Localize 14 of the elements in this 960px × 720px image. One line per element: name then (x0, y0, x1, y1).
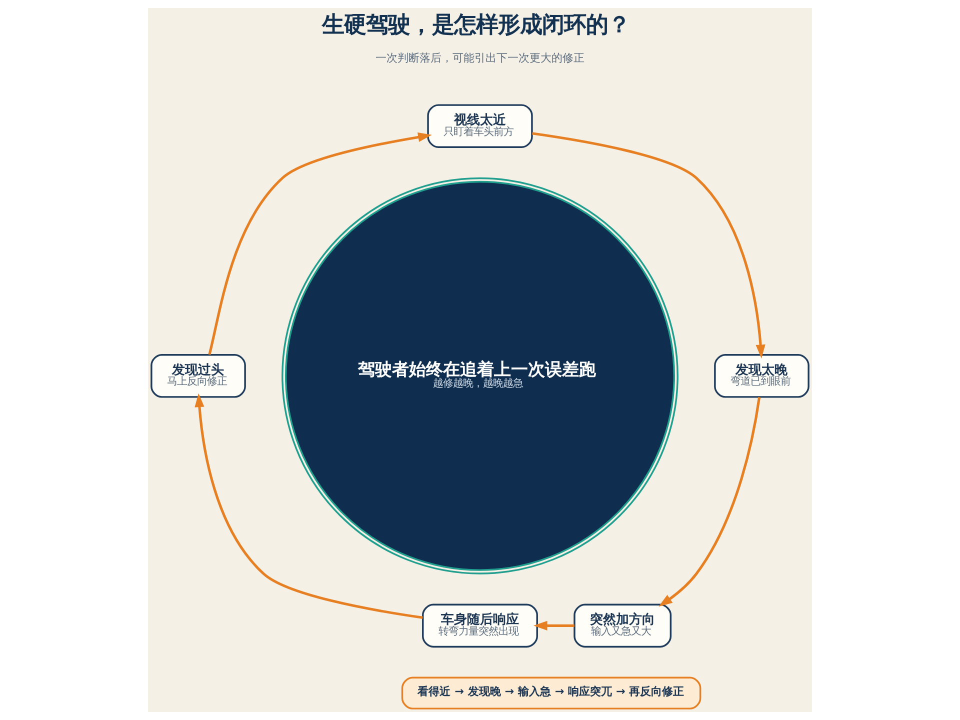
node-box: 发现过头 马上反向修正 (150, 354, 246, 398)
diagram-title: 生硬驾驶，是怎样形成闭环的？ (322, 12, 630, 38)
arrow (658, 396, 761, 607)
label: 一次判断落后，可能引出下一次更大的修正 (376, 52, 584, 65)
node-box: 看得近 → 发现晚 → 输入急 → 响应突兀 → 再反向修正 (401, 676, 702, 710)
arrow (532, 132, 766, 358)
node-box: 发现太晚 弯道已到眼前 (714, 354, 810, 398)
arrow (194, 393, 423, 619)
node-box: 视线太近 只盯着车头前方 (427, 104, 533, 148)
node-circle: 驾驶者始终在追着上一次误差跑 越修越晚，越晚越急 (282, 177, 678, 574)
node-box: 车身随后响应 转弯力量突然出现 (422, 604, 538, 648)
node-box: 突然加方向 输入又急又大 (574, 604, 672, 648)
arrow (208, 132, 432, 355)
arrow (533, 620, 574, 630)
